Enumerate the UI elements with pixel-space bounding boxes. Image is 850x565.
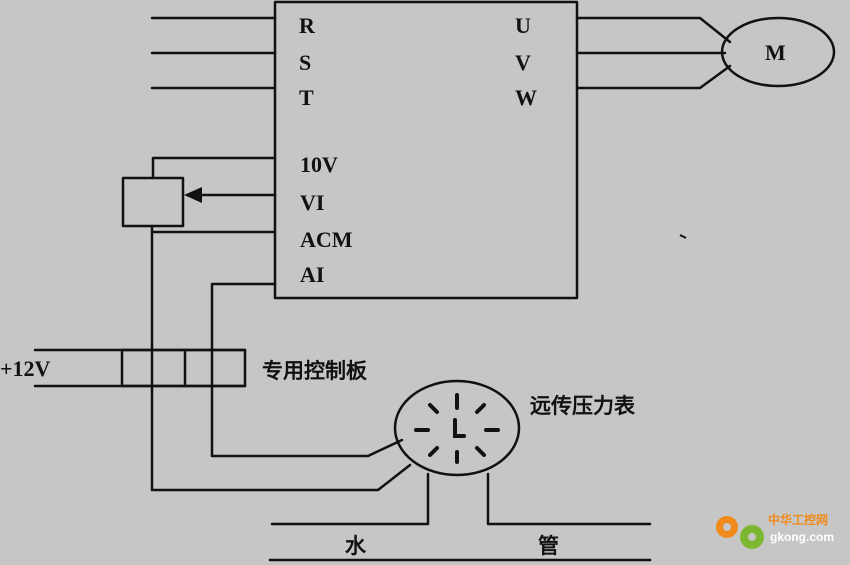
motor-circle	[720, 16, 836, 88]
wire-acm	[150, 230, 412, 492]
terminal-acm: ACM	[300, 227, 353, 252]
watermark-name: 中华工控网	[768, 512, 828, 527]
pipe-label-right: 管	[538, 534, 559, 558]
terminal-t: T	[299, 85, 314, 110]
output-line-w	[575, 64, 732, 90]
terminal-ai: AI	[300, 262, 324, 287]
watermark-url: gkong.com	[770, 530, 834, 544]
vi-arrow-icon	[184, 187, 202, 203]
inverter-box	[273, 0, 579, 300]
terminal-w: W	[515, 85, 537, 110]
gauge-stem-left	[270, 472, 430, 526]
pressure-gauge-label: 远传压力表	[530, 394, 636, 418]
watermark-logo	[716, 516, 764, 549]
stray-mark	[679, 234, 687, 239]
terminal-10v: 10V	[300, 152, 338, 177]
pressure-gauge-circle	[393, 379, 521, 477]
control-board-label: 专用控制板	[262, 359, 368, 383]
wire-ai	[210, 282, 404, 458]
terminal-vi: VI	[300, 190, 324, 215]
terminal-v: V	[515, 50, 531, 75]
terminal-r: R	[299, 13, 316, 38]
gauge-ticks	[414, 393, 500, 464]
supply-label: +12V	[0, 356, 51, 381]
motor-label: M	[765, 40, 786, 65]
potentiometer-box	[121, 176, 185, 228]
terminal-u: U	[515, 13, 531, 38]
control-board-box	[120, 348, 247, 388]
pipe-label-left: 水	[345, 534, 367, 558]
wire-10v	[151, 156, 277, 180]
gauge-stem-right	[486, 472, 652, 526]
output-line-u	[575, 16, 732, 44]
terminal-s: S	[299, 50, 311, 75]
